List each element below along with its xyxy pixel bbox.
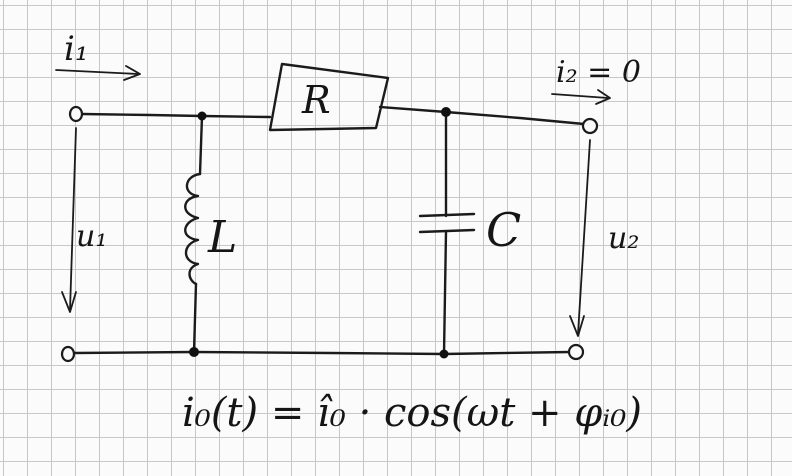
label-u1: u₁ [76,219,107,254]
label-i2: i₂ = 0 [556,55,641,90]
terminal-top-left [68,105,84,123]
capacitor-branch-bottom [442,230,448,356]
inductor-branch-top [198,114,204,176]
equation-current-source: i₀(t) = î₀ · cos(ωt + φᵢ₀) [182,390,642,436]
junction-dot-top-right [441,107,451,117]
current-arrow-i2 [551,93,609,99]
top-wire-left [80,112,272,119]
voltage-arrow-u1 [69,127,77,311]
label-i1: i₁ [64,29,89,69]
label-resistor: R [301,78,331,122]
bottom-wire [72,350,572,356]
label-u2: u₂ [608,221,639,256]
terminal-bottom-right [567,343,585,361]
junction-dot-top-left [197,111,207,121]
capacitor-plate-top [418,212,476,218]
voltage-arrowhead-u2 [569,315,585,337]
junction-dot-bottom-left [189,347,199,357]
voltage-arrow-u2 [577,139,591,335]
terminal-bottom-left [60,345,76,363]
inductor-branch-bottom [192,282,198,354]
label-inductor: L [207,212,237,263]
terminal-top-right [581,117,599,135]
current-arrow-i1 [55,69,139,75]
capacitor-plate-bottom [418,228,476,234]
resistor-box [268,62,390,132]
voltage-arrowhead-u1 [61,291,77,313]
current-arrowhead-i1 [123,65,141,81]
label-capacitor: C [486,203,521,257]
top-wire-right [378,105,586,126]
current-arrowhead-i2 [595,89,611,105]
inductor-coil [184,172,202,286]
junction-dot-bottom-right [439,349,449,359]
